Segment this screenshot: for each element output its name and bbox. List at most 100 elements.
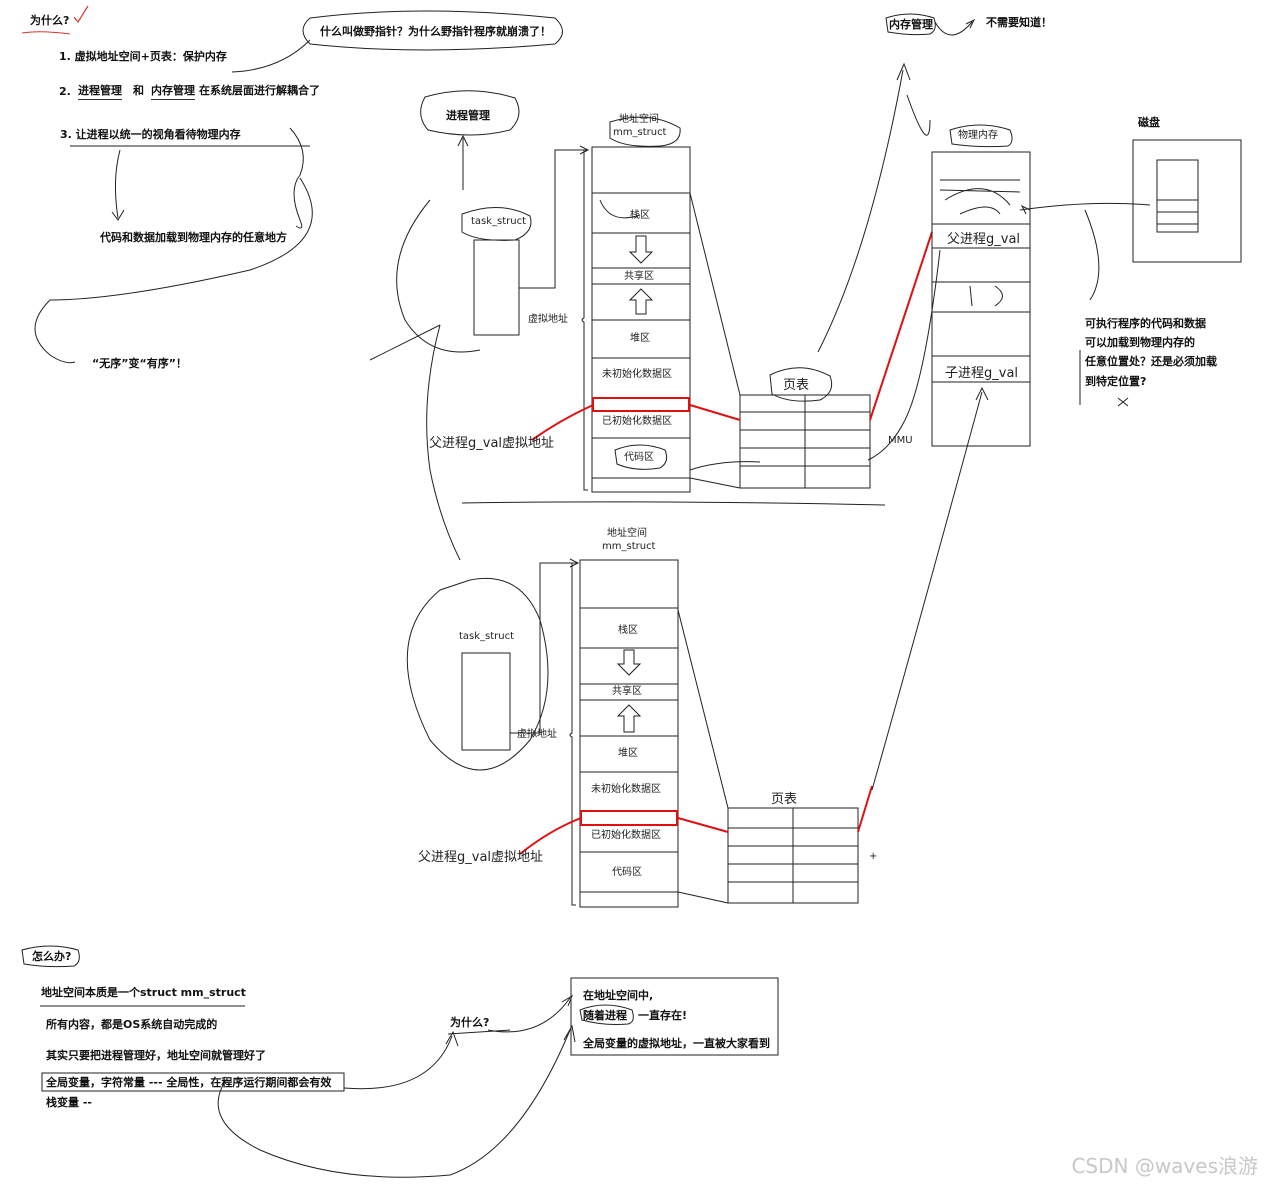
curve-item1-to-bubble [231, 39, 311, 73]
phys-scribble-mid [969, 285, 1003, 307]
curve-big-s [34, 177, 313, 364]
upper-seg-shared: 共享区 [624, 271, 654, 282]
upper-seg-stack: 栈区 [630, 210, 650, 221]
lower-seg-heap: 堆区 [618, 748, 638, 759]
no-need-label: 不需要知道！ [986, 16, 1052, 29]
upper-seg-data: 已初始化数据区 [602, 416, 672, 427]
upper-mm-struct-label: mm_struct [613, 127, 667, 138]
upper-pt-bubble [769, 367, 833, 402]
note-box-line2a: 随着进程 [583, 1009, 627, 1022]
bottom-note-box [570, 977, 779, 1056]
upper-task-struct-label: task_struct [471, 216, 527, 227]
lower-heap-arrow [616, 704, 642, 733]
lower-seg-stack: 栈区 [618, 625, 638, 636]
lower-seg-data: 已初始化数据区 [591, 830, 661, 841]
upper-red-phys-line [869, 231, 933, 421]
how-heading: 怎么办? [32, 950, 72, 963]
phys-parent-gval: 父进程g_val [947, 232, 1021, 247]
upper-addr-space-label: 地址空间 [619, 114, 659, 125]
upper-big-loop [396, 199, 481, 353]
note-box-line2b: 一直存在! [638, 1009, 688, 1022]
upper-stack-arrow [628, 235, 654, 264]
lower-to-child-curve [871, 386, 989, 791]
note-item2-proc: 进程管理 [78, 84, 122, 100]
note-box-line3: 全局变量的虚拟地址，一直被大家看到 [583, 1037, 770, 1050]
mem-mgmt-bubble [885, 13, 936, 36]
note-item3: 3. 让进程以统一的视角看待物理内存 [60, 128, 241, 141]
lower-gval-highlight [580, 810, 678, 826]
lower-task-arrow [510, 558, 580, 734]
check-mark [73, 5, 89, 24]
note-item2-mem: 内存管理 [151, 84, 195, 100]
addr-to-pt-line [689, 192, 741, 396]
lower-mm-struct-label: mm_struct [602, 541, 656, 552]
phys-scribble-top [939, 179, 1021, 215]
lower-vaddr-label: 虚拟地址 [517, 729, 557, 740]
exec-note-line2: 可以加载到物理内存的 [1085, 336, 1195, 349]
upper-tail [369, 324, 441, 361]
upper-mm-bubble [609, 116, 681, 147]
exec-note-x [1117, 397, 1129, 407]
phys-title-bubble [949, 124, 1013, 148]
lower-addr-space [579, 559, 679, 908]
task-struct-bubble-upper [461, 206, 532, 241]
lower-page-table-label: 页表 [771, 792, 798, 807]
bottom-line3: 其实只要把进程管理好，地址空间就管理好了 [46, 1049, 266, 1062]
note-disorder-to-order: “无序”变“有序”！ [92, 357, 187, 370]
upper-brace [581, 149, 588, 491]
lower-addr-to-pt [677, 609, 729, 809]
lower-plus-mark: + [869, 851, 878, 862]
bottom-line5: 栈变量 -- [46, 1096, 92, 1109]
exec-note-line4: 到特定位置? [1085, 375, 1147, 388]
bottom-line2: 所有内容，都是OS系统自动完成的 [46, 1018, 218, 1031]
note-item1: 1. 虚拟地址空间+页表：保护内存 [59, 50, 227, 63]
upper-red-pt-line [689, 404, 741, 421]
mmu-label: MMU [888, 435, 913, 446]
lower-red-pt-line [677, 817, 729, 833]
note-item2-num: 2. [59, 85, 71, 98]
lower-seg-code: 代码区 [612, 867, 642, 878]
upper-task-arrow [519, 145, 590, 289]
bottom-line1: 地址空间本质是一个struct mm_struct [41, 986, 246, 999]
upper-vaddr-label: 虚拟地址 [528, 314, 568, 325]
upper-task-struct [473, 239, 520, 336]
upper-to-lower-curve [426, 324, 461, 561]
proc-mgmt-label: 进程管理 [446, 109, 490, 122]
lower-task-struct [461, 652, 511, 751]
arrow-up-mem-mgmt [817, 62, 911, 353]
disk-inner [1156, 159, 1199, 233]
note-item2-rest: 在系统层面进行解耦合了 [199, 84, 320, 97]
mmu-curve [867, 249, 941, 461]
why-heading: 为什么? [30, 14, 70, 27]
lower-task-bubble [406, 577, 549, 771]
lower-task-struct-label: task_struct [459, 631, 515, 642]
upper-seg-heap: 堆区 [630, 333, 650, 344]
note-load-anywhere: 代码和数据加载到物理内存的任意地方 [100, 231, 287, 244]
bottom-why: 为什么? [450, 1016, 490, 1029]
how-bubble [21, 945, 80, 968]
upper-seg-bss: 未初始化数据区 [602, 369, 672, 380]
mem-mgmt-to-noneed [934, 18, 976, 36]
lower-addr-space-label: 地址空间 [607, 528, 647, 539]
upper-parent-vaddr-label: 父进程g_val虚拟地址 [429, 436, 555, 451]
disk-box [1132, 139, 1242, 263]
upper-seg-code: 代码区 [624, 452, 654, 463]
upper-red-parent-line [531, 404, 594, 441]
separator-line [461, 501, 886, 506]
upper-gval-highlight [592, 397, 690, 412]
lower-seg-shared: 共享区 [612, 686, 642, 697]
lower-brace [569, 562, 576, 906]
note-item2-and: 和 [133, 84, 144, 97]
phys-arrow-from-disk [1020, 204, 1031, 215]
code-to-pt-line [689, 477, 741, 489]
lower-seg-bss: 未初始化数据区 [591, 784, 661, 795]
big-bottom-loop [217, 1024, 576, 1178]
proc-mgmt-bubble [420, 90, 520, 136]
mem-mgmt-label: 内存管理 [889, 18, 933, 31]
physical-memory [931, 151, 1031, 447]
lower-code-to-pt [677, 891, 729, 904]
note-box-line1: 在地址空间中, [583, 989, 654, 1002]
bottom-line4: 全局变量，字符常量 --- 全局性，在程序运行期间都会有效 [46, 1076, 332, 1089]
why-underline [21, 31, 71, 35]
upper-page-table-label: 页表 [783, 378, 810, 393]
